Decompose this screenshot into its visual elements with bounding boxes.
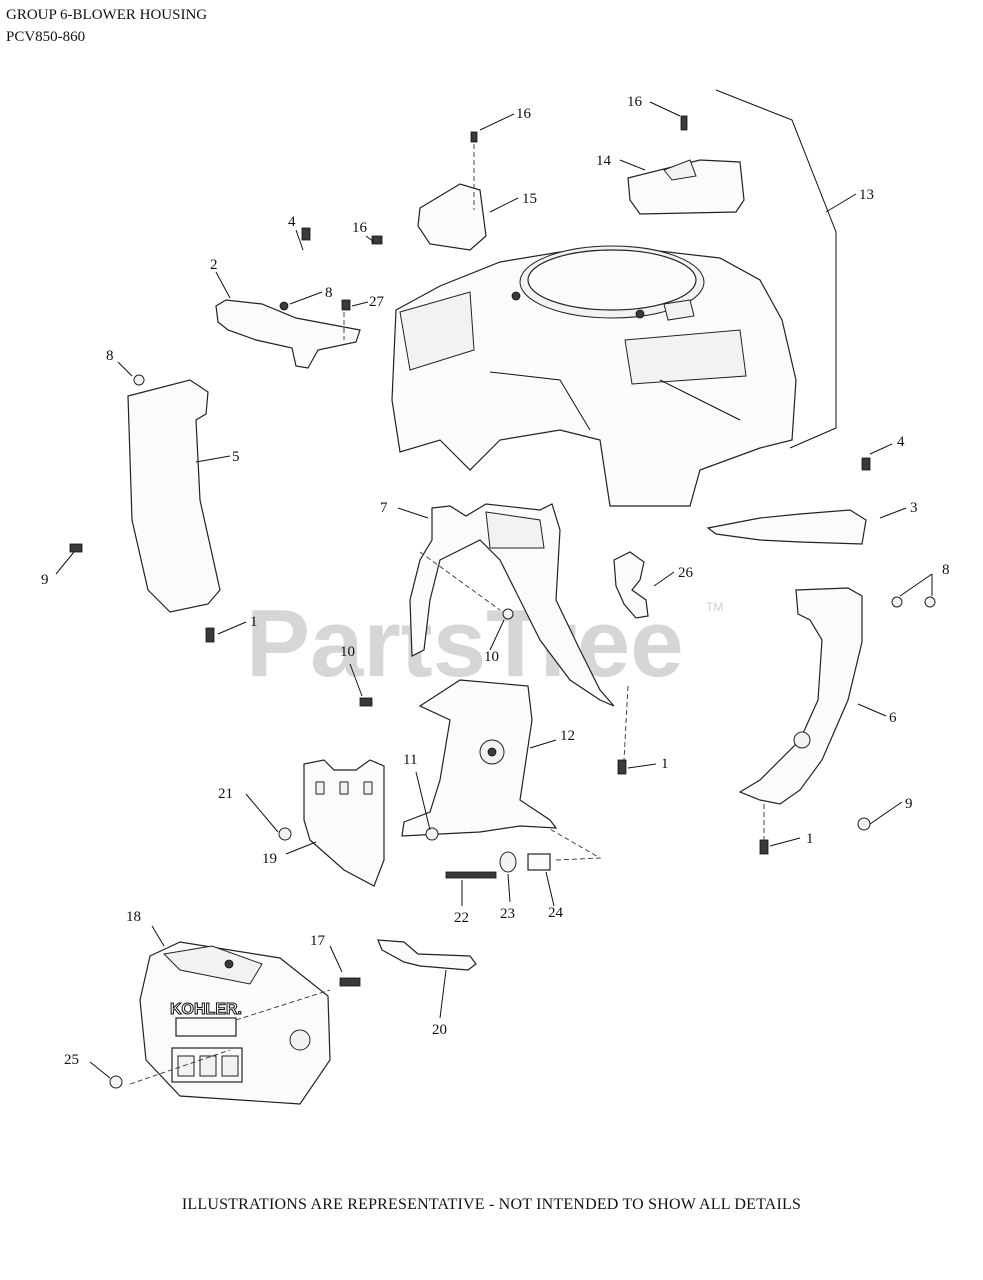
callout-16: 16 (516, 106, 532, 122)
callout-21: 21 (218, 786, 233, 802)
callout-4: 4 (897, 434, 905, 450)
plate-3 (706, 509, 867, 545)
baffle-5 (127, 379, 221, 613)
callout-6: 6 (889, 710, 897, 726)
baffle-7 (409, 503, 615, 707)
callout-1: 1 (661, 756, 669, 772)
callout-7: 7 (380, 500, 388, 516)
plate-19 (303, 759, 385, 887)
callout-16: 16 (627, 94, 643, 110)
callout-8: 8 (325, 285, 333, 301)
bracket-2 (215, 299, 361, 369)
callout-9: 9 (41, 572, 49, 588)
model-number: PCV850-860 (6, 29, 86, 45)
callout-13: 13 (859, 187, 874, 203)
callout-19: 19 (262, 851, 277, 867)
callout-8: 8 (106, 348, 114, 364)
callout-8: 8 (942, 562, 950, 578)
alignment-lines (129, 144, 765, 1085)
housing-cover-14 (627, 159, 745, 215)
callout-24: 24 (548, 905, 564, 921)
callout-16: 16 (352, 220, 368, 236)
callout-17: 17 (310, 933, 326, 949)
callout-11: 11 (403, 752, 417, 768)
housing-cover-15 (417, 183, 487, 251)
cover-logo: KOHLER. (170, 1001, 242, 1018)
baffle-12 (401, 679, 558, 837)
callout-9: 9 (905, 796, 913, 812)
callout-23: 23 (500, 906, 515, 922)
callout-2: 2 (210, 257, 218, 273)
callout-4: 4 (288, 214, 296, 230)
callout-3: 3 (910, 500, 918, 516)
callout-1: 1 (250, 614, 258, 630)
group-title: GROUP 6-BLOWER HOUSING (6, 7, 208, 23)
baffle-6 (738, 587, 863, 805)
callout-numbers: 16 16 14 13 15 4 16 2 8 27 8 5 4 3 7 26 … (41, 94, 950, 1068)
lever-26 (613, 551, 649, 619)
watermark: PartsTree (246, 590, 684, 697)
callout-27: 27 (369, 294, 385, 310)
fasteners (69, 115, 936, 1089)
callout-14: 14 (596, 153, 612, 169)
callout-10: 10 (340, 644, 355, 660)
callout-25: 25 (64, 1052, 79, 1068)
air-cleaner-cover-18 (139, 941, 331, 1105)
callout-5: 5 (232, 449, 240, 465)
callout-18: 18 (126, 909, 141, 925)
bracket-20 (377, 939, 477, 971)
callout-10: 10 (484, 649, 499, 665)
callout-1: 1 (806, 831, 814, 847)
callout-20: 20 (432, 1022, 447, 1038)
leader-lines (55, 101, 933, 1079)
callout-15: 15 (522, 191, 537, 207)
callout-12: 12 (560, 728, 575, 744)
blower-housing (391, 245, 797, 507)
callout-26: 26 (678, 565, 694, 581)
footer-note: ILLUSTRATIONS ARE REPRESENTATIVE - NOT I… (181, 1196, 802, 1213)
housing-group-bracket (715, 89, 837, 449)
callout-22: 22 (454, 910, 469, 926)
watermark-trademark: TM (706, 600, 723, 614)
